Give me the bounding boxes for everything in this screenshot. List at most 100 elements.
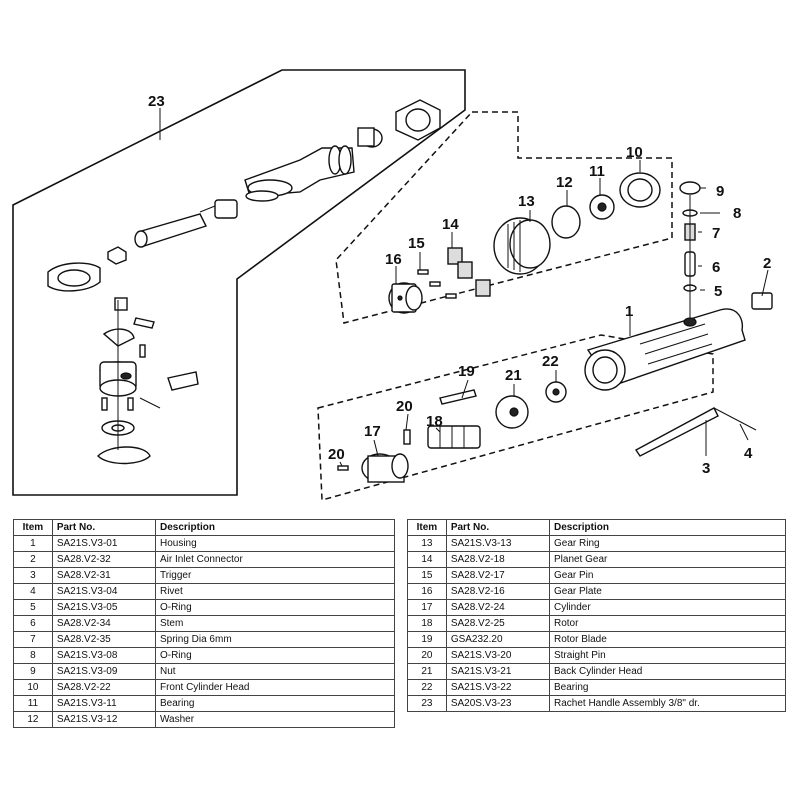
- cell-description: Stem: [154, 615, 396, 632]
- cell-description: Gear Plate: [548, 583, 787, 600]
- leader-lines: [159, 108, 769, 467]
- cell-part-no: SA21S.V3-21: [445, 663, 550, 680]
- planet-gears-part: [447, 247, 491, 297]
- callout-20-lower: 20: [328, 446, 345, 463]
- callout-12: 12: [556, 174, 573, 191]
- back-cylinder-head-part: [495, 395, 529, 429]
- air-inlet-part: [751, 292, 773, 310]
- callout-8: 8: [733, 205, 741, 222]
- cell-item: 1: [13, 535, 53, 552]
- cell-description: Bearing: [154, 695, 396, 712]
- bearing-rear-part: [545, 381, 567, 403]
- ratchet-yoke-part: [47, 262, 101, 292]
- cell-part-no: SA21S.V3-11: [51, 695, 156, 712]
- cell-description: Front Cylinder Head: [154, 679, 396, 696]
- exploded-parts-diagram: 23 1 2 3 4 5 6 7 8 9 10 11 12 13 14 15 1…: [12, 69, 773, 501]
- trigger-part: [634, 407, 757, 457]
- cell-part-no: SA21S.V3-13: [445, 535, 550, 552]
- cell-item: 10: [13, 679, 53, 696]
- cell-description: Air Inlet Connector: [154, 551, 396, 568]
- cell-item: 16: [407, 583, 447, 600]
- callout-3: 3: [702, 460, 710, 477]
- rotor-blade-part: [439, 389, 477, 405]
- callout-4: 4: [744, 445, 753, 462]
- cell-part-no: GSA232.20: [445, 631, 550, 648]
- cell-part-no: SA21S.V3-01: [51, 535, 156, 552]
- table-header-row: Item Part No. Description: [407, 519, 787, 536]
- cell-part-no: SA28.V2-18: [445, 551, 550, 568]
- cell-item: 23: [407, 695, 447, 712]
- cell-item: 2: [13, 551, 53, 568]
- ratchet-pawl-stack-part: [97, 297, 199, 465]
- cell-part-no: SA28.V2-32: [51, 551, 156, 568]
- cell-item: 11: [13, 695, 53, 712]
- housing-part: [584, 308, 746, 391]
- cell-item: 15: [407, 567, 447, 584]
- callout-10: 10: [626, 144, 643, 161]
- cell-item: 9: [13, 663, 53, 680]
- cell-part-no: SA28.V2-16: [445, 583, 550, 600]
- cell-description: Housing: [154, 535, 396, 552]
- ratchet-ring-part: [245, 190, 279, 202]
- cell-item: 14: [407, 551, 447, 568]
- washer-part: [551, 205, 581, 239]
- cell-description: Trigger: [154, 567, 396, 584]
- callout-1: 1: [625, 303, 633, 320]
- rotor-part: [427, 425, 481, 449]
- callout-9: 9: [716, 183, 724, 200]
- callout-11: 11: [589, 163, 605, 180]
- ratchet-assembly-frame: [12, 69, 466, 496]
- cell-item: 22: [407, 679, 447, 696]
- cell-description: Gear Pin: [548, 567, 787, 584]
- cell-part-no: SA28.V2-35: [51, 631, 156, 648]
- cell-item: 7: [13, 631, 53, 648]
- cell-part-no: SA21S.V3-05: [51, 599, 156, 616]
- cell-description: Nut: [154, 663, 396, 680]
- straight-pins-part: [337, 429, 411, 471]
- callout-5: 5: [714, 283, 722, 300]
- ratchet-bushing-part: [357, 127, 383, 148]
- callout-13: 13: [518, 193, 535, 210]
- cell-part-no: SA28.V2-17: [445, 567, 550, 584]
- cell-part-no: SA21S.V3-04: [51, 583, 156, 600]
- callout-18: 18: [426, 413, 443, 430]
- cell-part-no: SA21S.V3-12: [51, 711, 156, 728]
- cell-item: 19: [407, 631, 447, 648]
- column-header-description: Description: [154, 519, 396, 536]
- valve-stack-part: [679, 181, 701, 320]
- cell-item: 4: [13, 583, 53, 600]
- motor-dashed-outline: [317, 334, 714, 501]
- callout-17: 17: [364, 423, 381, 440]
- cell-item: 6: [13, 615, 53, 632]
- cell-description: Spring Dia 6mm: [154, 631, 396, 648]
- cell-description: Back Cylinder Head: [548, 663, 787, 680]
- cell-description: Straight Pin: [548, 647, 787, 664]
- callout-21: 21: [505, 367, 522, 384]
- cell-description: Washer: [154, 711, 396, 728]
- cell-description: O-Ring: [154, 599, 396, 616]
- gear-ring-part: [493, 217, 551, 275]
- cell-description: O-Ring: [154, 647, 396, 664]
- ratchet-head-body-part: [244, 145, 355, 197]
- cell-part-no: SA21S.V3-20: [445, 647, 550, 664]
- cell-part-no: SA21S.V3-22: [445, 679, 550, 696]
- callout-6: 6: [712, 259, 720, 276]
- cell-part-no: SA28.V2-24: [445, 599, 550, 616]
